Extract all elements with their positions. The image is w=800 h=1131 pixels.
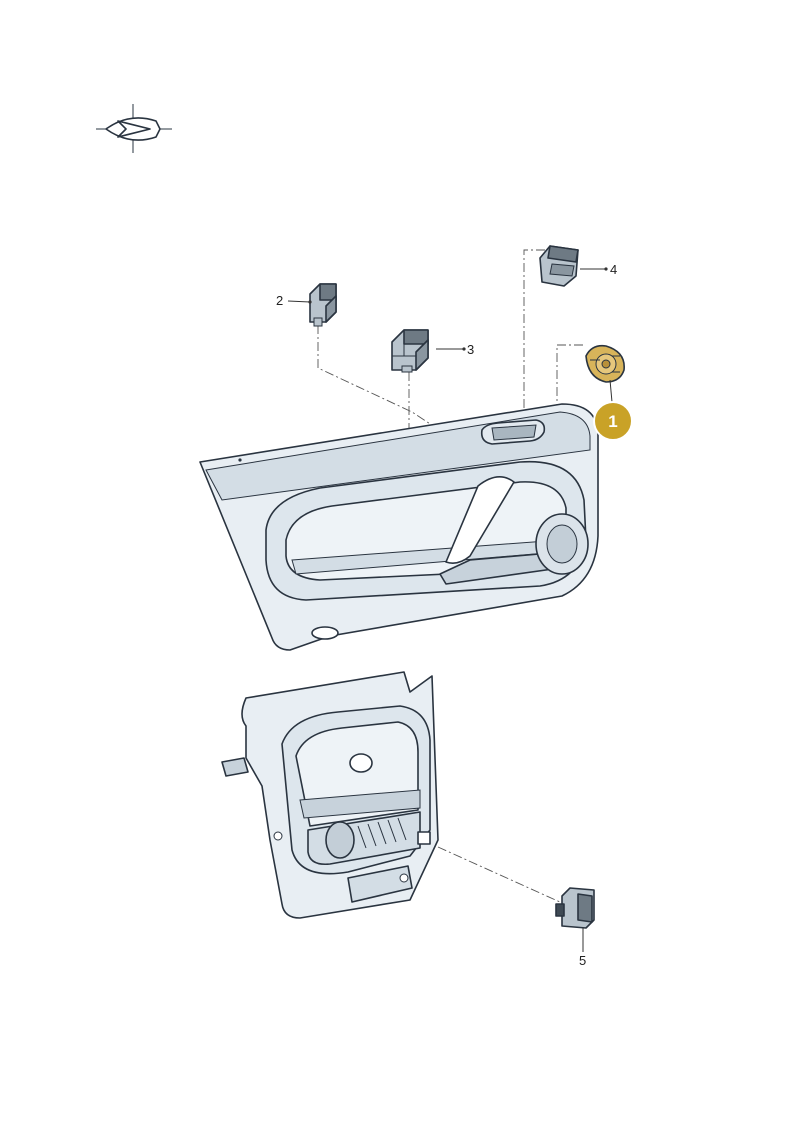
direction-symbol-icon: [96, 104, 172, 153]
front-door-trim-panel: [199, 403, 599, 651]
part-label-2: 2: [276, 293, 283, 308]
part-1-component: [585, 344, 625, 383]
callout-1-label: 1: [608, 412, 617, 431]
leader-lines: [287, 267, 613, 952]
part-label-4: 4: [610, 262, 617, 277]
part-label-3: 3: [467, 342, 474, 357]
switch-3: [391, 329, 429, 373]
switch-5: [555, 887, 595, 929]
switch-2: [309, 283, 337, 327]
switch-4: [539, 245, 579, 287]
rear-side-trim-panel: [221, 671, 439, 919]
speaker-grille: [357, 817, 407, 849]
callout-1[interactable]: 1: [593, 401, 633, 441]
part-label-5: 5: [579, 953, 586, 968]
